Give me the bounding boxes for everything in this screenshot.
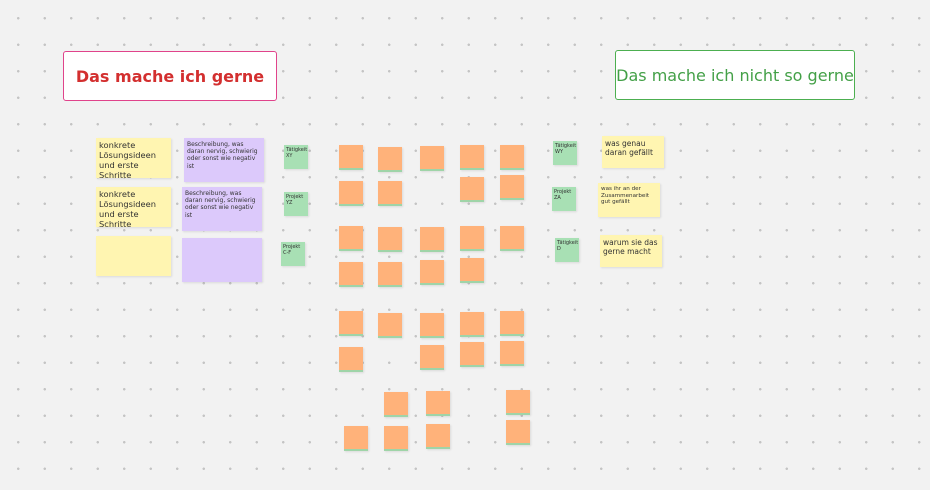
sticky-vote[interactable]	[506, 390, 530, 415]
sticky-solution-2[interactable]: konkrete Lösungsideen und erste Schritte	[96, 187, 171, 227]
sticky-vote[interactable]	[460, 258, 484, 283]
sticky-vote[interactable]	[378, 227, 402, 252]
sticky-description-1[interactable]: Beschreibung, was daran nervig, schwieri…	[184, 138, 264, 182]
sticky-vote[interactable]	[339, 226, 363, 251]
sticky-vote[interactable]	[378, 181, 402, 206]
sticky-vote[interactable]	[339, 347, 363, 372]
sticky-vote[interactable]	[420, 313, 444, 338]
sticky-vote[interactable]	[460, 226, 484, 251]
sticky-vote[interactable]	[500, 311, 524, 336]
sticky-vote[interactable]	[506, 420, 530, 445]
sticky-solution-1[interactable]: konkrete Lösungsideen und erste Schritte	[96, 138, 171, 178]
sticky-right-activity-tag-2[interactable]: Projekt ZA	[552, 187, 576, 211]
sticky-why-enjoy-text: warum sie das gerne macht	[603, 238, 658, 256]
sticky-vote[interactable]	[384, 392, 408, 417]
sticky-vote[interactable]	[339, 145, 363, 170]
sticky-vote[interactable]	[460, 145, 484, 170]
frame-dislikes-title[interactable]: Das mache ich nicht so gerne	[615, 50, 855, 100]
sticky-description-1-text: Beschreibung, was daran nervig, schwieri…	[187, 141, 258, 170]
frame-likes-label: Das mache ich gerne	[75, 66, 265, 86]
sticky-right-activity-tag-2-text: Projekt ZA	[554, 189, 572, 201]
sticky-collaboration[interactable]: was ihr an der Zusammenarbeit gut gefäll…	[598, 183, 660, 217]
sticky-vote[interactable]	[460, 177, 484, 202]
frame-dislikes-label: Das mache ich nicht so gerne	[616, 65, 854, 85]
sticky-right-activity-tag-3[interactable]: Tätigkeit D	[555, 238, 579, 262]
sticky-description-2-text: Beschreibung, was daran nervig, schwieri…	[185, 190, 256, 219]
sticky-solution-1-text: konkrete Lösungsideen und erste Schritte	[99, 140, 157, 178]
sticky-vote[interactable]	[426, 424, 450, 449]
sticky-vote[interactable]	[460, 342, 484, 367]
sticky-why-enjoy[interactable]: warum sie das gerne macht	[600, 235, 662, 267]
sticky-vote[interactable]	[500, 145, 524, 170]
sticky-vote[interactable]	[460, 312, 484, 337]
sticky-vote[interactable]	[500, 175, 524, 200]
sticky-vote[interactable]	[344, 426, 368, 451]
sticky-activity-tag-3[interactable]: Projekt C-F	[281, 242, 305, 266]
sticky-vote[interactable]	[426, 391, 450, 416]
sticky-vote[interactable]	[378, 262, 402, 287]
sticky-description-2[interactable]: Beschreibung, was daran nervig, schwieri…	[182, 187, 262, 231]
sticky-what-you-like[interactable]: was genau daran gefällt	[602, 136, 664, 168]
sticky-vote[interactable]	[378, 147, 402, 172]
sticky-vote[interactable]	[339, 262, 363, 287]
sticky-right-activity-tag-3-text: Tätigkeit D	[557, 240, 579, 252]
sticky-vote[interactable]	[339, 181, 363, 206]
sticky-vote[interactable]	[339, 311, 363, 336]
sticky-solution-2-text: konkrete Lösungsideen und erste Schritte	[99, 189, 157, 227]
sticky-activity-tag-3-text: Projekt C-F	[283, 244, 301, 256]
sticky-activity-tag-1[interactable]: Tätigkeit XY	[284, 145, 308, 169]
sticky-what-you-like-text: was genau daran gefällt	[605, 139, 653, 157]
sticky-activity-tag-2-text: Projekt YZ	[286, 194, 304, 206]
sticky-description-3[interactable]	[182, 238, 262, 282]
sticky-vote[interactable]	[420, 345, 444, 370]
sticky-activity-tag-2[interactable]: Projekt YZ	[284, 192, 308, 216]
sticky-vote[interactable]	[420, 146, 444, 171]
sticky-right-activity-tag-1-text: Tätigkeit WY	[555, 143, 577, 155]
sticky-vote[interactable]	[384, 426, 408, 451]
sticky-vote[interactable]	[420, 227, 444, 252]
sticky-vote[interactable]	[500, 341, 524, 366]
sticky-vote[interactable]	[420, 260, 444, 285]
sticky-solution-3[interactable]	[96, 236, 171, 276]
sticky-activity-tag-1-text: Tätigkeit XY	[286, 147, 308, 159]
sticky-collaboration-text: was ihr an der Zusammenarbeit gut gefäll…	[601, 186, 650, 206]
sticky-vote[interactable]	[500, 226, 524, 251]
sticky-vote[interactable]	[378, 313, 402, 338]
frame-likes-title[interactable]: Das mache ich gerne	[63, 51, 277, 101]
sticky-right-activity-tag-1[interactable]: Tätigkeit WY	[553, 141, 577, 165]
